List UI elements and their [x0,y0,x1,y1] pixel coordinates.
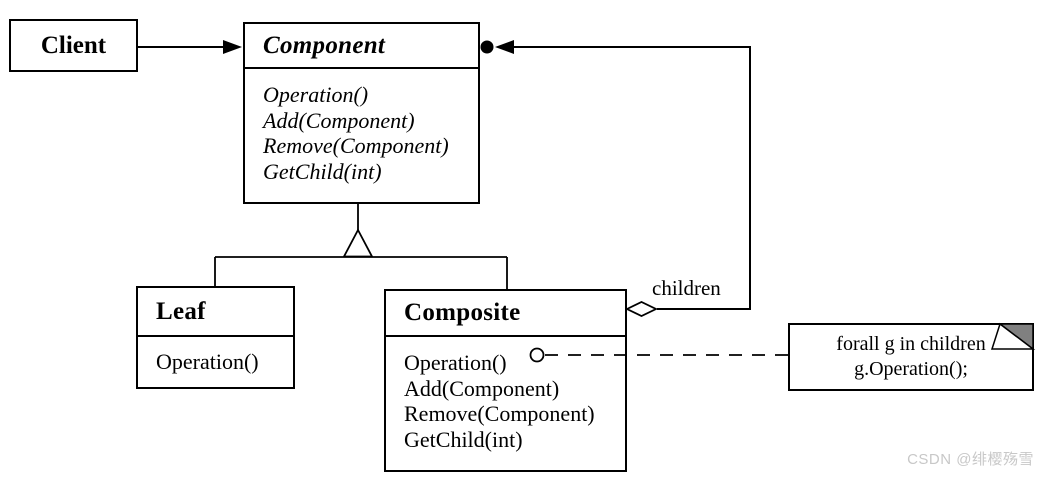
method-item: Add(Component) [404,375,560,401]
class-name-composite: Composite [386,291,625,337]
class-name-client: Client [40,31,107,59]
children-role-label: children [652,276,721,300]
arrowhead-icon [495,40,514,54]
method-item: GetChild(int) [263,158,382,184]
arrowhead-icon [223,40,242,54]
method-item: Remove(Component) [263,133,449,158]
method-item: Operation() [263,82,369,107]
aggregation-diamond-icon [624,301,659,317]
method-item: Operation() [404,350,507,375]
method-item: Remove(Component) [404,401,595,426]
method-item: Add(Component) [263,107,415,133]
class-name-leaf: Leaf [138,288,293,337]
class-methods-composite: Operation() Add(Component) Remove(Compon… [386,337,625,452]
class-methods-leaf: Operation() [138,337,293,375]
class-name-component: Component [245,24,478,69]
note-text-line: g.Operation(); [854,358,968,380]
class-methods-component: Operation() Add(Component) Remove(Compon… [245,69,478,184]
method-item: GetChild(int) [404,426,523,452]
inheritance-triangle-icon [342,228,374,258]
method-item: Operation() [156,349,259,374]
multiplicity-many-ball-icon [480,40,494,54]
children-aggregation-line [513,46,751,310]
note-text-line: forall g in children [836,333,986,355]
class-box-component: Component Operation() Add(Component) Rem… [243,22,480,204]
class-box-client: Client [9,19,138,72]
class-box-leaf: Leaf Operation() [136,286,295,389]
note-box: forall g in children g.Operation(); [788,323,1034,391]
watermark-text: CSDN @绯樱殇雪 [907,451,1034,468]
class-box-composite: Composite Operation() Add(Component) Rem… [384,289,627,472]
